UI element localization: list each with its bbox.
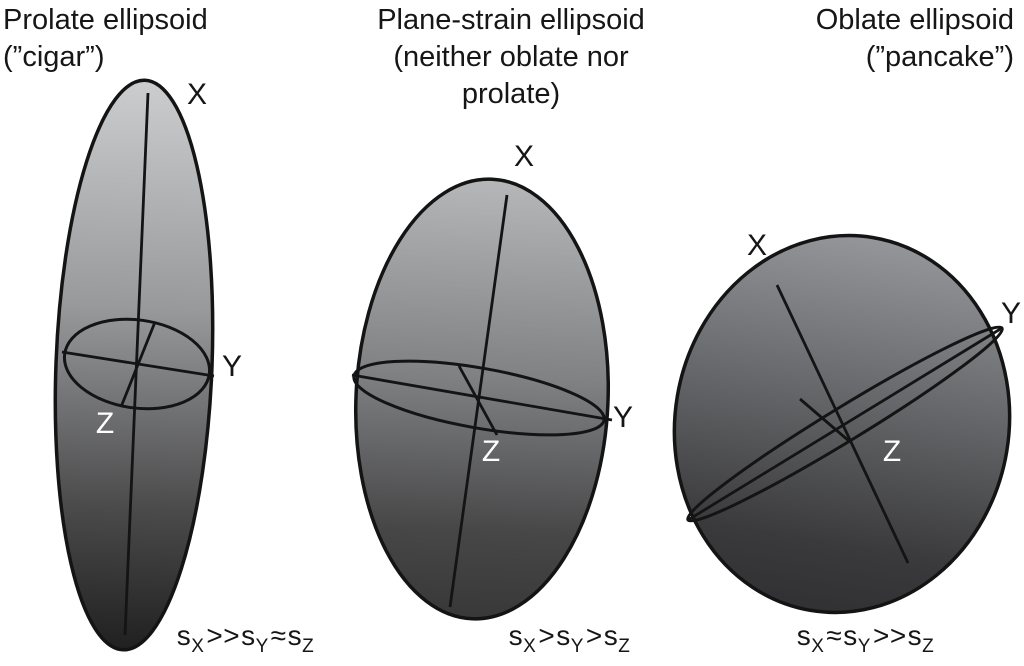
oblate-z-axis-line <box>799 397 850 443</box>
oblate-x-axis-label: X <box>746 229 768 262</box>
plane-strain-x-axis-label: X <box>513 140 535 173</box>
plane-strain-strain-formula: sX>sY>sZ <box>508 620 631 657</box>
oblate-figure <box>672 233 1012 615</box>
title-line: (”cigar”) <box>3 41 105 73</box>
oblate-y-axis-label: Y <box>1000 297 1022 330</box>
prolate-y-axis-label: Y <box>221 350 243 383</box>
prolate-strain-formula: sX>>sY≈sZ <box>176 620 315 657</box>
oblate-x-axis-line <box>775 284 910 564</box>
oblate-strain-formula: sX≈sY>>sZ <box>796 620 935 657</box>
panel-title-plane-strain: Plane-strain ellipsoid (neither oblate n… <box>377 2 645 113</box>
title-line: Prolate ellipsoid <box>3 4 208 36</box>
panel-title-prolate: Prolate ellipsoid (”cigar”) <box>3 2 208 76</box>
oblate-y-axis-line <box>687 326 1003 522</box>
plane-strain-z-axis-line <box>457 365 499 436</box>
title-line: (neither oblate nor <box>393 41 629 73</box>
title-line: Oblate ellipsoid <box>815 4 1014 36</box>
plane-strain-y-axis-label: Y <box>612 401 634 434</box>
plane-strain-y-axis-line <box>351 373 613 422</box>
plane-strain-figure <box>351 177 613 621</box>
oblate-z-axis-label: Z <box>882 435 902 468</box>
plane-strain-z-axis-label: Z <box>481 435 501 468</box>
panel-title-oblate: Oblate ellipsoid (”pancake”) <box>816 2 1014 76</box>
prolate-x-axis-label: X <box>186 78 208 111</box>
title-line: Plane-strain ellipsoid <box>377 4 645 36</box>
oblate-outline <box>672 233 1012 615</box>
prolate-outline <box>53 78 215 652</box>
title-line: prolate) <box>461 78 561 110</box>
prolate-z-axis-label: Z <box>95 407 115 440</box>
plane-strain-outline <box>353 177 611 621</box>
title-line: (”pancake”) <box>865 41 1014 73</box>
prolate-figure <box>53 78 215 652</box>
prolate-z-axis-line <box>119 321 157 408</box>
